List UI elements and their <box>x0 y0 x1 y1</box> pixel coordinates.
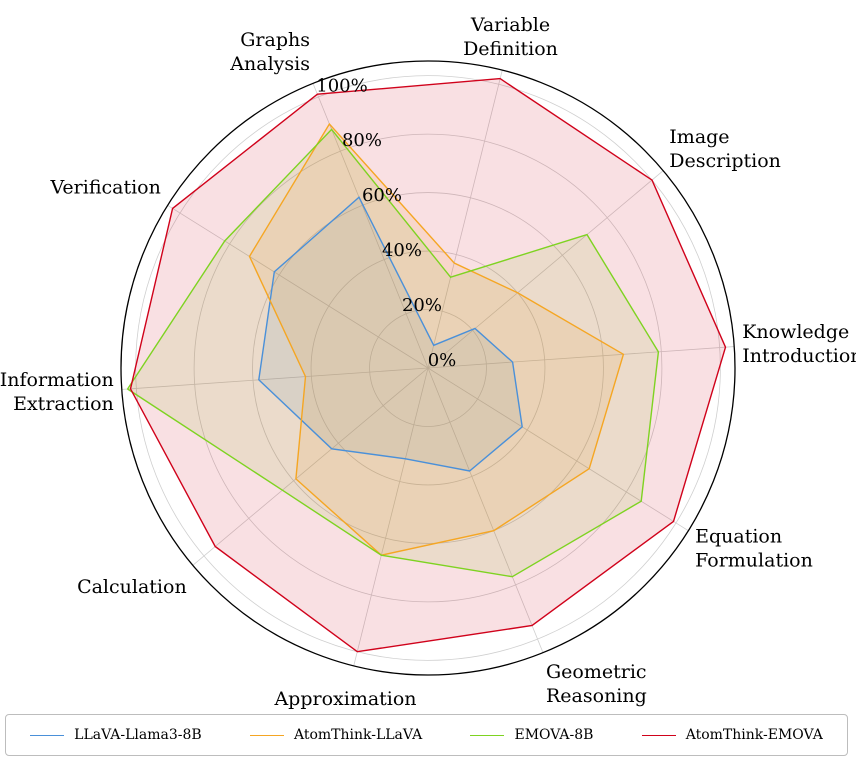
grid-ring-3 <box>252 192 604 544</box>
grid-spoke-7 <box>353 367 429 666</box>
grid-spoke-0 <box>427 346 735 369</box>
grid-spoke-8 <box>427 367 544 653</box>
legend-swatch-3 <box>641 734 676 736</box>
grid-spoke-2 <box>427 70 503 369</box>
grid-ring-2 <box>310 250 546 486</box>
legend-swatch-1 <box>249 734 284 736</box>
grid-spoke-1 <box>427 170 664 369</box>
legend-swatch-2 <box>470 734 505 736</box>
tick-label-3: 60% <box>362 185 402 206</box>
grid-spoke-9 <box>427 367 689 532</box>
legend-label-3: AtomThink-EMOVA <box>685 727 823 743</box>
series-line-1 <box>248 122 625 556</box>
legend-label-0: LLaVA-Llama3-8B <box>74 727 202 743</box>
grid-ring-4 <box>193 133 663 603</box>
grid-spoke-5 <box>121 367 429 390</box>
legend-item-1[interactable]: AtomThink-LLaVA <box>249 727 423 743</box>
legend-label-2: EMOVA-8B <box>514 727 594 743</box>
category-label-7: Approximation <box>273 688 416 710</box>
series-line-0 <box>258 196 523 472</box>
tick-label-2: 40% <box>382 240 422 261</box>
series-line-2 <box>126 128 660 578</box>
tick-label-1: 20% <box>402 295 442 316</box>
outer-frame <box>120 60 736 676</box>
category-label-4: Verification <box>49 176 160 198</box>
radar-series <box>126 77 727 653</box>
legend-label-1: AtomThink-LLaVA <box>293 727 423 743</box>
tick-label-5: 100% <box>316 75 367 96</box>
series-fill-1 <box>249 124 624 556</box>
legend-swatch-0 <box>30 734 65 736</box>
series-fill-2 <box>127 129 659 577</box>
category-label-6: Calculation <box>77 576 187 598</box>
series-line-3 <box>129 77 727 653</box>
chart-legend: LLaVA-Llama3-8B AtomThink-LLaVA EMOVA-8B… <box>5 714 848 756</box>
grid-ring-1 <box>369 309 487 427</box>
grid-spoke-4 <box>167 204 429 369</box>
legend-item-2[interactable]: EMOVA-8B <box>470 727 593 743</box>
grid-spoke-6 <box>192 367 429 566</box>
tick-label-0: 0% <box>428 350 457 371</box>
series-fill-0 <box>258 197 523 471</box>
tick-label-4: 80% <box>342 130 382 151</box>
series-fill-3 <box>130 78 726 652</box>
legend-item-3[interactable]: AtomThink-EMOVA <box>641 727 823 743</box>
legend-item-0[interactable]: LLaVA-Llama3-8B <box>30 727 202 743</box>
